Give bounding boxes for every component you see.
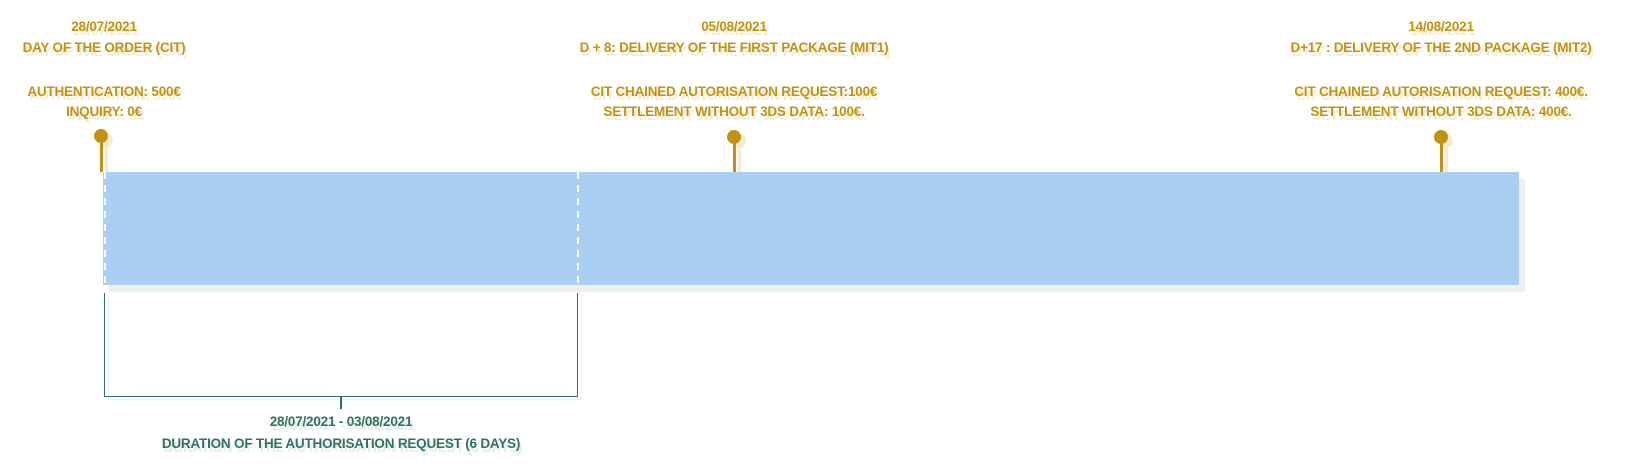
milestone-detail-line: AUTHENTICATION: 500€ [27,84,181,99]
milestone-details: AUTHENTICATION: 500€ INQUIRY: 0€ [23,82,186,122]
milestone-mit1-delivery: 05/08/2021 D + 8: DELIVERY OF THE FIRST … [580,16,889,122]
milestone-date: 28/07/2021 [71,19,137,34]
milestone-detail-line: INQUIRY: 0€ [66,104,142,119]
timeline-marker-dot [94,129,108,143]
duration-title: DURATION OF THE AUTHORISATION REQUEST (6… [161,436,521,451]
milestone-date: 14/08/2021 [1408,19,1474,34]
milestone-title: DAY OF THE ORDER (CIT) [22,40,186,55]
milestone-details: CIT CHAINED AUTORISATION REQUEST:100€ SE… [580,82,889,122]
timeline-marker-dot [1434,130,1448,144]
timeline-marker-stem [733,142,736,173]
timeline-bar [103,172,1519,285]
duration-bracket [104,293,578,397]
milestone-detail-line: SETTLEMENT WITHOUT 3DS DATA: 400€. [1310,104,1572,119]
milestone-detail-line: SETTLEMENT WITHOUT 3DS DATA: 100€. [603,104,865,119]
timeline-marker-stem [100,141,103,172]
duration-range: 28/07/2021 - 03/08/2021 [269,414,413,429]
milestone-details: CIT CHAINED AUTORISATION REQUEST: 400€. … [1291,82,1592,122]
milestone-title: D + 8: DELIVERY OF THE FIRST PACKAGE (MI… [579,40,889,55]
milestone-detail-line: CIT CHAINED AUTORISATION REQUEST: 400€. [1294,84,1588,99]
timeline-marker-dot [727,130,741,144]
authorisation-end-dashed-line [577,172,579,285]
milestone-cit-order: 28/07/2021 DAY OF THE ORDER (CIT) AUTHEN… [23,16,186,122]
milestone-date: 05/08/2021 [701,19,767,34]
duration-bracket-tick [340,397,342,409]
timeline-marker-stem [1440,142,1443,173]
bar-start-dashed-line [104,172,106,285]
milestone-mit2-delivery: 14/08/2021 D+17 : DELIVERY OF THE 2ND PA… [1291,16,1592,122]
milestone-detail-line: CIT CHAINED AUTORISATION REQUEST:100€ [590,84,878,99]
milestone-title: D+17 : DELIVERY OF THE 2ND PACKAGE (MIT2… [1290,40,1592,55]
duration-label: 28/07/2021 - 03/08/2021 DURATION OF THE … [161,411,521,455]
